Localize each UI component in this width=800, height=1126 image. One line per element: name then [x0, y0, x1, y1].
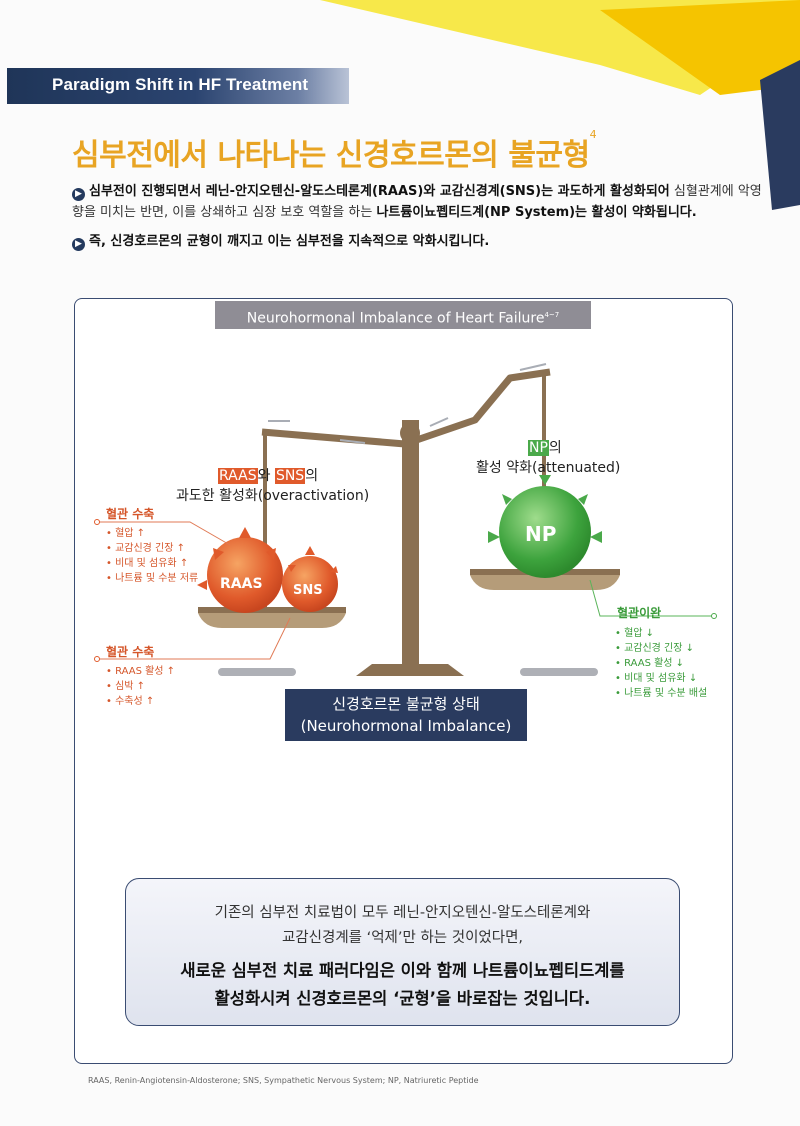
- conclusion-line-3: 새로운 심부전 치료 패러다임은 이와 함께 나트륨이뇨펩티드계를: [180, 961, 625, 980]
- list-item: • RAAS 활성 ↑: [106, 666, 176, 677]
- vasoconstriction-heading-1: 혈관 수축: [106, 507, 155, 521]
- pointer-line-3: [589, 579, 714, 617]
- attenuation-subtitle: 활성 약화(attenuated): [476, 460, 621, 476]
- motion-mark: [519, 363, 547, 371]
- scale-pillar: [402, 420, 419, 666]
- raas-ball: [207, 537, 283, 613]
- attenuation-arrows: [488, 475, 602, 543]
- scale-beam: [261, 368, 551, 448]
- bullet-arrow-icon: ▶: [72, 238, 85, 251]
- left-pan-bowl: [198, 613, 346, 628]
- conclusion-line-1: 기존의 심부전 치료법이 모두 레닌-안지오텐신-알도스테론계와: [214, 905, 591, 921]
- conclusion-box: 기존의 심부전 치료법이 모두 레닌-안지오텐신-알도스테론계와 교감신경계를 …: [125, 878, 680, 1026]
- list-item: • 혈압 ↓: [615, 628, 655, 639]
- state-line-2: (Neurohormonal Imbalance): [300, 717, 512, 735]
- right-pan-bowl: [470, 575, 620, 590]
- conclusion-line-2: 교감신경계를 ‘억제’만 하는 것이었다면,: [281, 930, 524, 946]
- list-item: • 혈압 ↑: [106, 528, 146, 539]
- vasoconstriction-heading-2: 혈관 수축: [106, 645, 155, 659]
- imbalance-state-box: 신경호르몬 불균형 상태 (Neurohormonal Imbalance): [285, 689, 527, 741]
- page-title: 심부전에서 나타나는 신경호르몬의 불균형4: [72, 128, 597, 173]
- attenuation-label: NP의: [528, 440, 562, 456]
- list-item: • 나트륨 및 수분 저류: [106, 573, 199, 584]
- list-item: • 비대 및 섬유화 ↓: [615, 673, 698, 684]
- ground-shadow-left: [218, 668, 296, 676]
- raas-tag: RAAS: [218, 468, 258, 484]
- section-header-bar: [7, 68, 349, 104]
- vasoconstriction-list-1: • 혈압 ↑ • 교감신경 긴장 ↑ • 비대 및 섬유화 ↑ • 나트륨 및 …: [106, 526, 198, 586]
- vasodilation-list: • 혈압 ↓ • 교감신경 긴장 ↓ • RAAS 활성 ↓ • 비대 및 섬유…: [615, 626, 707, 701]
- title-reference: 4: [589, 128, 597, 141]
- list-item: • 비대 및 섬유화 ↑: [106, 558, 189, 569]
- list-item: • RAAS 활성 ↓: [615, 658, 685, 669]
- left-pan: [198, 607, 346, 613]
- bullet-arrow-icon: ▶: [72, 188, 85, 201]
- bullet-1: ▶ 심부전이 진행되면서 레닌-안지오텐신-알도스테론계(RAAS)와 교감신경계…: [72, 181, 762, 223]
- conclusion-line-4: 활성화시켜 신경호르몬의 ‘균형’을 바로잡는 것입니다.: [214, 989, 591, 1008]
- abbreviation-footnote: RAAS, Renin-Angiotensin-Aldosterone; SNS…: [88, 1076, 479, 1085]
- diagram-title: Neurohormonal Imbalance of Heart Failure…: [215, 301, 591, 329]
- bullet-2-text: 즉, 신경호르몬의 균형이 깨지고 이는 심부전을 지속적으로 악화시킵니다.: [89, 234, 490, 249]
- bullet-1-strong-a: 심부전이 진행되면서 레닌-안지오텐신-알도스테론계(RAAS)와 교감신경계(…: [89, 184, 670, 199]
- overactivation-subtitle: 과도한 활성화(overactivation): [176, 488, 370, 504]
- overactivation-arrows: [197, 527, 338, 590]
- section-title: Paradigm Shift in HF Treatment: [52, 75, 309, 94]
- motion-mark: [429, 417, 449, 427]
- corner-decoration: [320, 0, 800, 210]
- bullet-1-text: 심혈관계에 악영향을 미치는 반면, 이를 상쇄하고 심장 보호 역할을 하는: [72, 184, 762, 220]
- bullet-2: ▶ 즉, 신경호르몬의 균형이 깨지고 이는 심부전을 지속적으로 악화시킵니다.: [72, 231, 762, 252]
- scale-pivot: [400, 423, 420, 443]
- list-item: • 수축성 ↑: [106, 696, 155, 707]
- list-item: • 교감신경 긴장 ↑: [106, 543, 186, 554]
- sns-ball: [282, 556, 338, 612]
- list-item: • 교감신경 긴장 ↓: [615, 643, 695, 654]
- np-ball: [499, 486, 591, 578]
- pointer-line-2: [97, 617, 291, 660]
- vasodilation-heading: 혈관이완: [617, 606, 662, 620]
- pointer-line-1: [97, 521, 231, 546]
- sns-ball-label: SNS: [293, 583, 323, 598]
- ground-shadow-right: [520, 668, 598, 676]
- bullet-1-strong-b: 나트륨이뇨펩티드계(NP System)는 활성이 약화됩니다.: [376, 205, 697, 220]
- motion-mark: [339, 439, 366, 444]
- raas-ball-label: RAAS: [220, 576, 263, 592]
- list-item: • 심박 ↑: [106, 681, 146, 692]
- sns-tag: SNS: [274, 468, 306, 484]
- scale-base: [356, 664, 464, 676]
- state-line-1: 신경호르몬 불균형 상태: [332, 695, 480, 713]
- overactivation-label: RAAS와 SNS의: [218, 468, 319, 484]
- balance-scale-illustration: [94, 363, 717, 676]
- list-item: • 나트륨 및 수분 배설: [615, 688, 708, 699]
- np-tag: NP: [528, 440, 549, 456]
- np-ball-label: NP: [525, 522, 557, 546]
- vasoconstriction-list-2: • RAAS 활성 ↑ • 심박 ↑ • 수축성 ↑: [106, 664, 175, 709]
